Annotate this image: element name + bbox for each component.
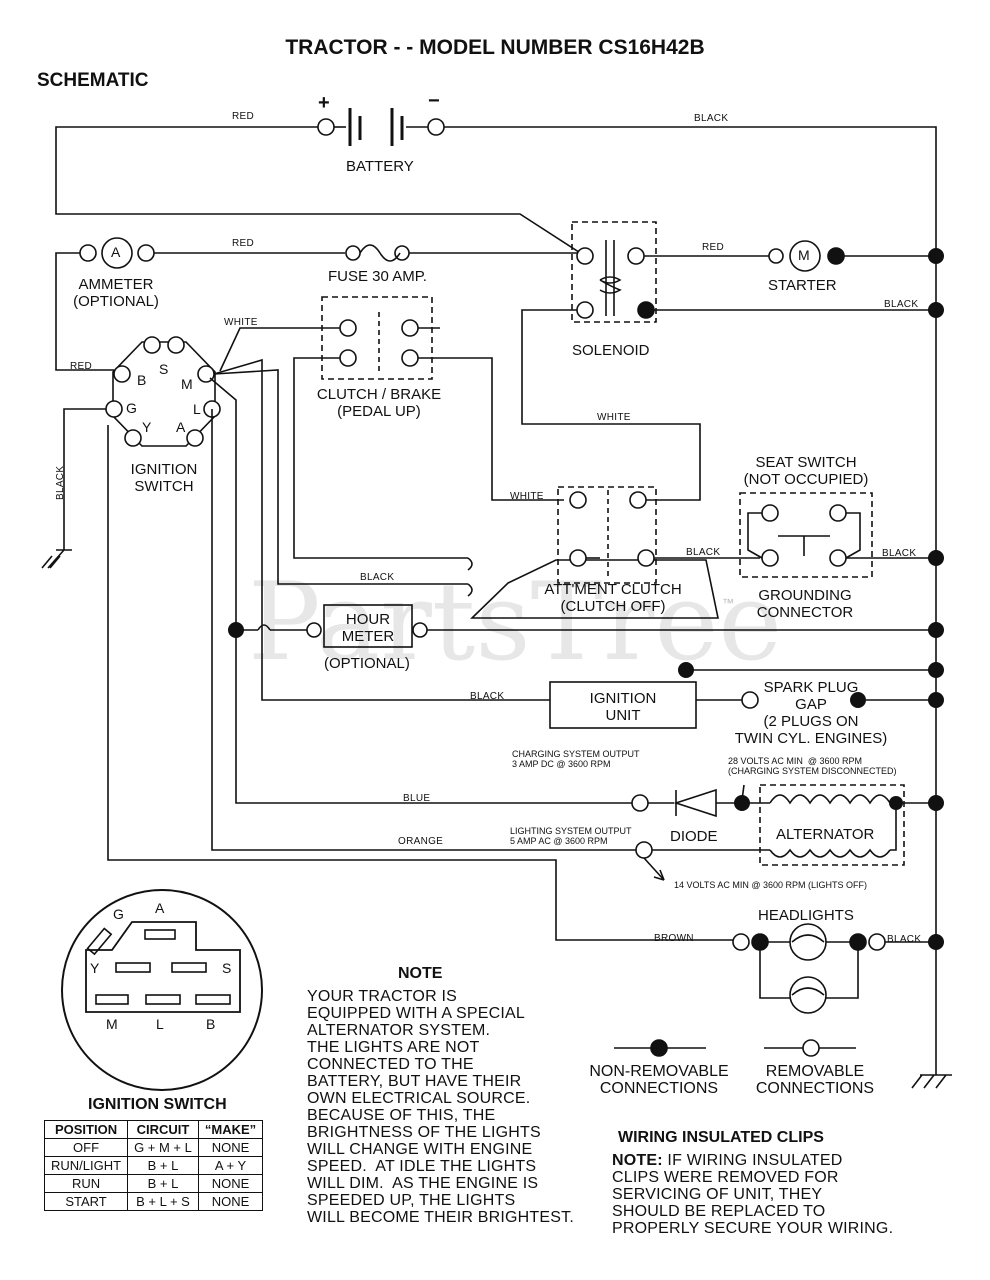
legend-non-removable: NON-REMOVABLE CONNECTIONS	[589, 1063, 729, 1097]
volts-28-note: 28 VOLTS AC MIN @ 3600 RPM (CHARGING SYS…	[728, 756, 897, 776]
table-cell: NONE	[197, 1192, 264, 1211]
junction-dots	[228, 248, 944, 950]
clips-note-body: IF WIRING INSULATED CLIPS WERE REMOVED F…	[612, 1152, 894, 1237]
pin-b: B	[137, 372, 147, 388]
alternator-label: ALTERNATOR	[776, 826, 875, 843]
pin-y: Y	[142, 419, 152, 435]
clips-note-prefix: NOTE:	[612, 1152, 663, 1169]
clutch-brake-label: CLUTCH / BRAKE (PEDAL UP)	[316, 386, 442, 420]
wire-label-black-head: BLACK	[887, 934, 922, 945]
ammeter-label: AMMETER (OPTIONAL)	[73, 276, 159, 310]
wire-label-black-top: BLACK	[694, 113, 729, 124]
ignition-switch-label: IGNITION SWITCH	[130, 461, 198, 495]
battery-symbol	[317, 108, 445, 146]
wire-label-red-switch: RED	[70, 361, 93, 372]
table-header: “MAKE”	[197, 1120, 264, 1139]
table-cell: B + L	[127, 1174, 199, 1193]
detail-pin-m: M	[106, 1016, 118, 1032]
seat-switch-label: SEAT SWITCH (NOT OCCUPIED)	[743, 454, 869, 488]
table-cell: B + L + S	[127, 1192, 199, 1211]
table-cell: NONE	[197, 1138, 264, 1157]
solenoid-label: SOLENOID	[572, 342, 650, 359]
ignition-switch-symbol	[105, 336, 221, 447]
battery-plus-label: +	[318, 92, 330, 114]
schematic-heading: SCHEMATIC	[37, 70, 149, 91]
table-header-row: POSITION CIRCUIT “MAKE”	[43, 1120, 264, 1139]
detail-pin-s: S	[222, 960, 232, 976]
grounding-connector-label: GROUNDING CONNECTOR	[756, 587, 854, 621]
pin-l: L	[193, 401, 201, 417]
detail-pin-b: B	[206, 1016, 216, 1032]
pin-a: A	[176, 419, 186, 435]
page-title: TRACTOR - - MODEL NUMBER CS16H42B	[285, 36, 705, 59]
wire-label-red-ammeter: RED	[232, 238, 255, 249]
wire-label-black-solenoid: BLACK	[884, 299, 919, 310]
volts-14-note: 14 VOLTS AC MIN @ 3600 RPM (LIGHTS OFF)	[674, 880, 868, 890]
table-cell: RUN	[43, 1174, 129, 1193]
wire-label-brown: BROWN	[654, 933, 694, 944]
table-header: CIRCUIT	[127, 1120, 199, 1139]
battery-minus-label: −	[428, 90, 440, 112]
watermark: PartsTree	[248, 560, 783, 685]
spark-plug-label: SPARK PLUG GAP (2 PLUGS ON TWIN CYL. ENG…	[734, 679, 888, 747]
legend-removable: REMOVABLE CONNECTIONS	[755, 1063, 875, 1097]
detail-pin-y: Y	[90, 960, 100, 976]
table-cell: RUN/LIGHT	[43, 1156, 129, 1175]
wire-label-black-vertical: BLACK	[55, 465, 66, 500]
pin-m: M	[181, 376, 193, 392]
wire-label-white-mid: WHITE	[597, 412, 631, 423]
starter-label: STARTER	[768, 277, 837, 294]
table-row: OFF G + M + L NONE	[43, 1138, 264, 1157]
table-cell: B + L	[127, 1156, 199, 1175]
ignition-switch-detail	[61, 889, 263, 1091]
table-cell: START	[43, 1192, 129, 1211]
detail-pin-a: A	[155, 900, 165, 916]
table-header: POSITION	[43, 1120, 129, 1139]
wire-label-red-starter: RED	[702, 242, 725, 253]
table-cell: A + Y	[197, 1156, 264, 1175]
hour-meter-label: HOUR METER	[341, 611, 395, 645]
table-row: RUN B + L NONE	[43, 1174, 264, 1193]
detail-pin-g: G	[113, 906, 124, 922]
starter-symbol: M	[798, 247, 810, 263]
table-cell: OFF	[43, 1138, 129, 1157]
battery-label: BATTERY	[346, 158, 414, 175]
ignition-switch-table: POSITION CIRCUIT “MAKE” OFF G + M + L NO…	[43, 1120, 264, 1211]
note-heading: NOTE	[398, 965, 443, 982]
hour-meter-optional-label: (OPTIONAL)	[324, 655, 410, 672]
wire-label-black-att: BLACK	[686, 547, 721, 558]
pin-s: S	[159, 361, 169, 377]
detail-pin-l: L	[156, 1016, 164, 1032]
ammeter-symbol: A	[111, 244, 121, 260]
wire-label-blue: BLUE	[403, 793, 431, 804]
clips-note: NOTE: IF WIRING INSULATED CLIPS WERE REM…	[612, 1152, 893, 1237]
charging-output-note: CHARGING SYSTEM OUTPUT 3 AMP DC @ 3600 R…	[512, 749, 640, 769]
attachment-clutch-label: ATT'MENT CLUTCH (CLUTCH OFF)	[544, 581, 682, 615]
wire-label-black-ign: BLACK	[470, 691, 505, 702]
note-body: YOUR TRACTOR IS EQUIPPED WITH A SPECIAL …	[307, 988, 574, 1226]
ignition-switch-title: IGNITION SWITCH	[88, 1096, 227, 1113]
headlights-label: HEADLIGHTS	[758, 907, 854, 924]
wire-label-red-top: RED	[232, 111, 255, 122]
wire-label-orange: ORANGE	[398, 836, 444, 847]
ignition-unit-label: IGNITION UNIT	[589, 690, 657, 724]
watermark-tm: ™	[722, 596, 734, 610]
table-cell: NONE	[197, 1174, 264, 1193]
wire-label-black-ground: BLACK	[882, 548, 917, 559]
wire-label-white-att: WHITE	[510, 491, 544, 502]
fuse-label: FUSE 30 AMP.	[328, 268, 427, 285]
clips-heading: WIRING INSULATED CLIPS	[618, 1129, 824, 1146]
table-row: RUN/LIGHT B + L A + Y	[43, 1156, 264, 1175]
pin-g: G	[126, 400, 137, 416]
table-cell: G + M + L	[127, 1138, 199, 1157]
lighting-output-note: LIGHTING SYSTEM OUTPUT 5 AMP AC @ 3600 R…	[510, 826, 632, 846]
diode-label: DIODE	[670, 828, 718, 845]
wire-label-white-top: WHITE	[224, 317, 258, 328]
wire-label-black-mid: BLACK	[360, 572, 395, 583]
table-row: START B + L + S NONE	[43, 1192, 264, 1211]
